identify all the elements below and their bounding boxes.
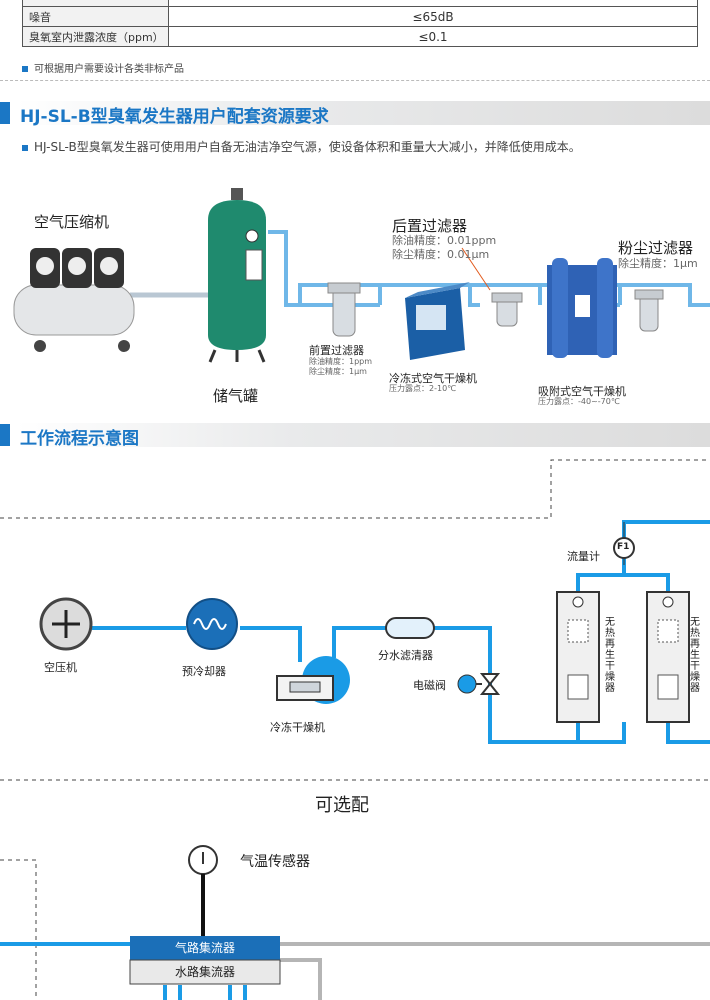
rear-filter-title: 后置过滤器 [392, 217, 468, 235]
temp-sensor-icon [188, 845, 218, 938]
cold-dryer-title: 冷冻式空气干燥机 [389, 372, 477, 385]
spec-table: 噪音 ≤65dB 臭氧室内泄露浓度（ppm） ≤0.1 [22, 0, 698, 47]
divider [0, 80, 710, 81]
flow-flowmeter-label: 流量计 [567, 550, 600, 563]
section-description: HJ-SL-B型臭氧发生器可使用用户自备无油洁净空气源，使设备体积和重量大大减小… [22, 138, 581, 155]
spec-value: ≤0.1 [168, 26, 698, 47]
pre-filter-spec1: 除油精度：1ppm [309, 357, 373, 366]
storage-tank-icon [208, 188, 266, 363]
section-header-resources: HJ-SL-B型臭氧发生器用户配套资源要求 [0, 101, 710, 127]
note-line: 可根据用户需要设计各类非标产品 [22, 60, 184, 75]
flow-solenoid-label: 电磁阀 [413, 679, 446, 692]
pre-filter-spec2: 除尘精度：1μm [309, 367, 367, 376]
flow-precooler-label: 预冷却器 [182, 665, 226, 678]
equipment-diagram [13, 188, 710, 363]
bullet-icon [22, 144, 28, 151]
compressor-icon [39, 597, 93, 651]
dust-filter-title: 粉尘过滤器 [618, 239, 694, 257]
air-compressor-icon [13, 248, 135, 352]
spec-label: 噪音 [22, 6, 169, 27]
flowmeter-tag: F1 [617, 542, 630, 552]
optional-title: 可选配 [315, 795, 369, 816]
note-text: 可根据用户需要设计各类非标产品 [34, 64, 184, 75]
regen-dryer-1-label: 无热再生干燥器 [605, 617, 615, 694]
section-header-workflow: 工作流程示意图 [0, 423, 710, 449]
gas-manifold-label: 气路集流器 [174, 941, 235, 955]
adsorption-dryer-title: 吸附式空气干燥机 [538, 385, 626, 398]
pre-filter-title: 前置过滤器 [309, 344, 364, 357]
table-row: 臭氧室内泄露浓度（ppm） ≤0.1 [22, 26, 698, 47]
rear-filter-icon [491, 292, 523, 327]
flow-water-filter-label: 分水滤清器 [378, 649, 433, 662]
temp-sensor-label: 气温传感器 [240, 854, 310, 870]
dust-filter-spec1: 除尘精度：1μm [618, 257, 698, 270]
water-manifold-label: 水路集流器 [174, 965, 235, 979]
cold-dryer-icon [276, 656, 350, 704]
optional-diagram [0, 845, 710, 1000]
pre-filter-icon [327, 282, 361, 337]
flowmeter-icon [613, 537, 635, 559]
rear-filter-spec2: 除尘精度：0.01μm [392, 248, 490, 261]
water-filter-icon [385, 617, 435, 639]
workflow-diagram [0, 459, 710, 781]
section-title: HJ-SL-B型臭氧发生器用户配套资源要求 [20, 107, 329, 127]
compressor-label: 空气压缩机 [34, 213, 110, 231]
adsorption-dryer-spec1: 压力露点：-40~-70℃ [538, 397, 620, 406]
table-row: 噪音 ≤65dB [22, 6, 698, 27]
regen-dryer-2-label: 无热再生干燥器 [690, 617, 700, 694]
section-title: 工作流程示意图 [20, 429, 139, 449]
adsorption-dryer-icon [547, 258, 617, 358]
precooler-icon [186, 598, 238, 650]
cold-dryer-spec1: 压力露点：2-10℃ [389, 384, 457, 393]
rear-filter-spec1: 除油精度：0.01ppm [392, 234, 497, 247]
dust-filter-icon [634, 289, 664, 332]
tank-label: 储气罐 [213, 387, 259, 405]
flow-cold-dryer-label: 冷冻干燥机 [270, 721, 325, 734]
spec-label: 臭氧室内泄露浓度（ppm） [22, 26, 169, 47]
regen-dryer-2-icon [646, 591, 690, 723]
bullet-icon [22, 66, 28, 72]
spec-value: ≤65dB [168, 6, 698, 27]
regen-dryer-1-icon [556, 591, 600, 723]
solenoid-valve-icon [457, 673, 501, 695]
cold-dryer-icon [405, 282, 470, 360]
flow-compressor-label: 空压机 [44, 661, 77, 674]
